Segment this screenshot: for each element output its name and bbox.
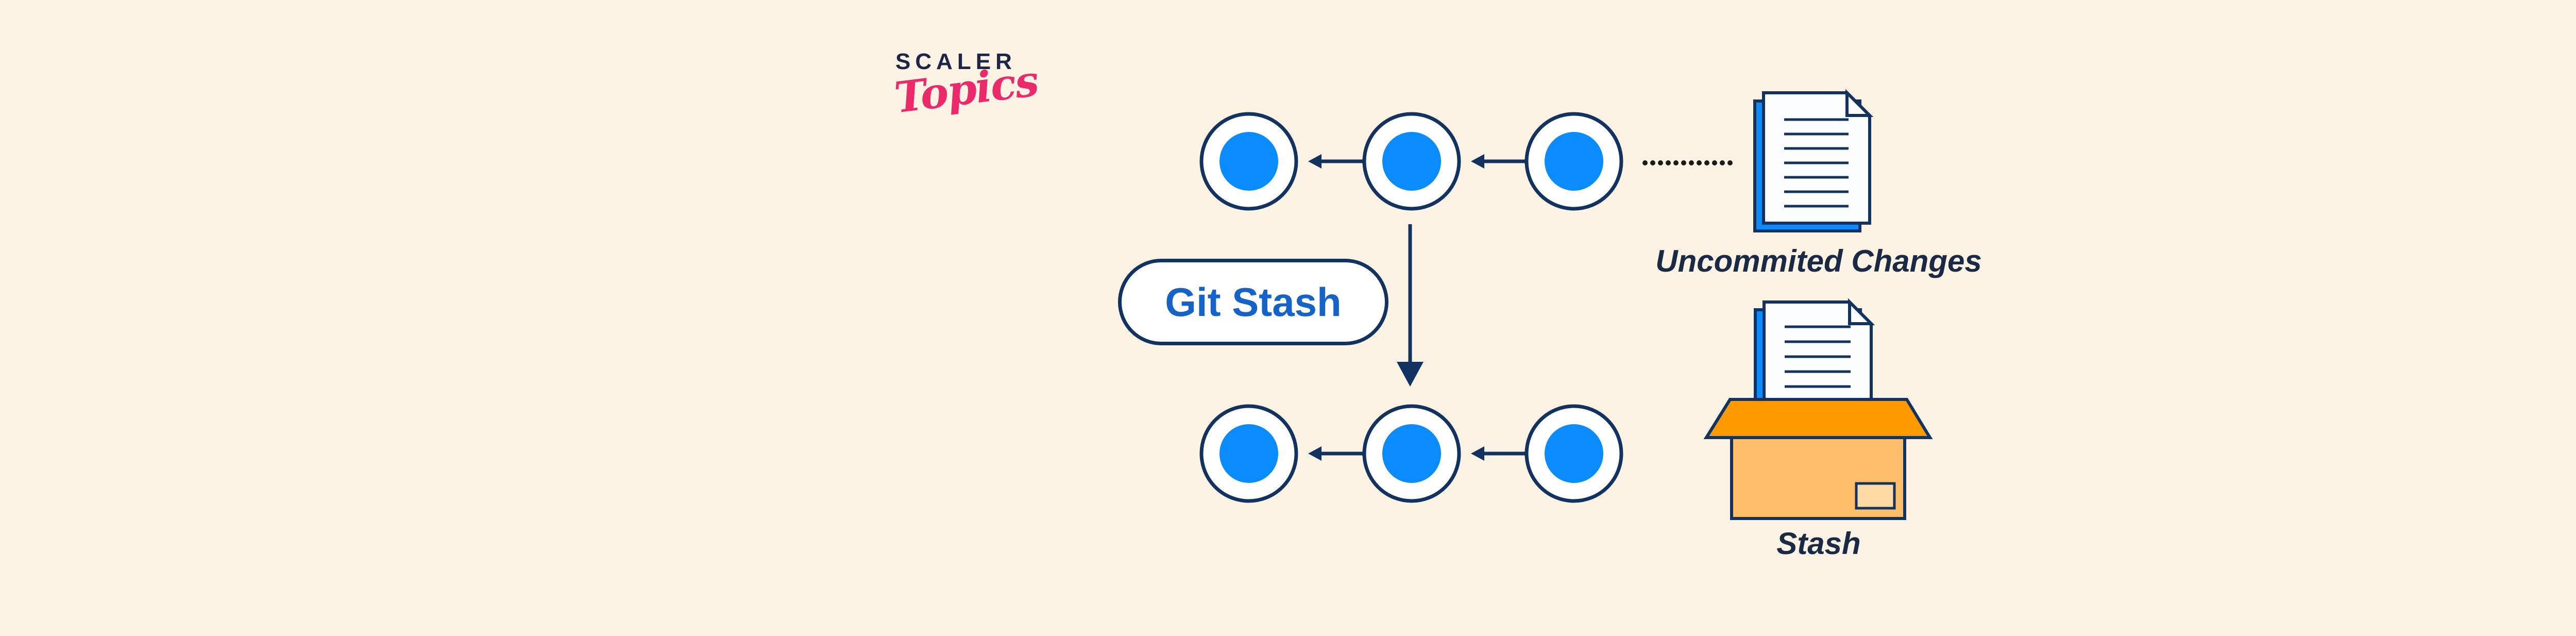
document-text-lines (1784, 118, 1849, 208)
commit-node-inner (1382, 424, 1441, 483)
dotted-connector (1642, 160, 1733, 165)
commit-node-inner (1219, 424, 1278, 483)
connector-dot (1689, 160, 1694, 165)
commit-arrow-head (1471, 446, 1484, 461)
connector-dot (1681, 160, 1686, 165)
connector-dot (1697, 160, 1702, 165)
scaler-topics-logo: SCALER Topics (892, 49, 1041, 123)
commit-node-inner (1219, 132, 1278, 191)
down-arrow-icon (1397, 224, 1423, 387)
git-stash-pill: Git Stash (1118, 259, 1388, 345)
connector-dot (1704, 160, 1709, 165)
connector-dot (1712, 160, 1717, 165)
document-fold-corner (1845, 89, 1874, 117)
commit-arrow-head (1471, 154, 1484, 169)
logo-scaler-text: SCALER (895, 49, 1016, 74)
connector-dot (1666, 160, 1671, 165)
uncommitted-changes-label: Uncommited Changes (1655, 244, 1982, 278)
connector-dot (1650, 160, 1655, 165)
git-stash-pill-label: Git Stash (1165, 279, 1342, 325)
commit-arrow-head (1308, 446, 1321, 461)
stash-document-text-lines (1785, 325, 1851, 388)
box-label-patch (1855, 482, 1896, 510)
connector-dot (1642, 160, 1648, 165)
commit-arrow-head (1308, 154, 1321, 169)
commit-node-inner (1545, 424, 1603, 483)
stash-document-front-page (1762, 300, 1873, 409)
commit-row-top (1199, 112, 1623, 211)
commit-node-inner (1545, 132, 1603, 191)
stash-document-fold-corner (1848, 298, 1875, 325)
connector-dot (1673, 160, 1679, 165)
connector-dot (1720, 160, 1725, 165)
box-flap (1703, 398, 1933, 439)
stash-label: Stash (1776, 526, 1861, 561)
connector-dot (1658, 160, 1663, 165)
stash-box-icon (1703, 298, 1933, 520)
connector-dot (1727, 160, 1733, 165)
uncommitted-document-icon (1753, 89, 1874, 232)
commit-row-bottom (1199, 404, 1623, 503)
commit-node-inner (1382, 132, 1441, 191)
